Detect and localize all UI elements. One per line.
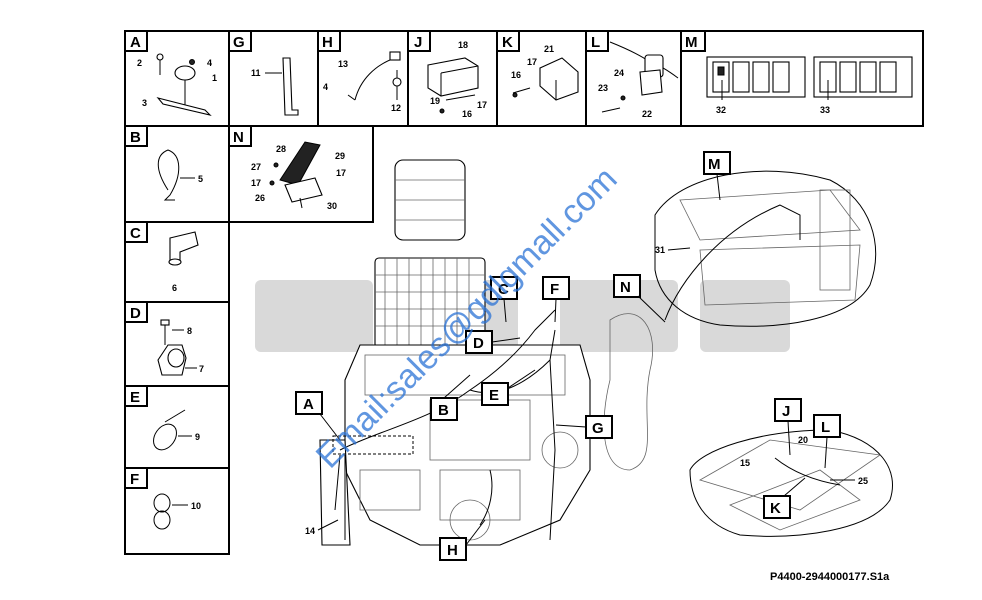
background-logo	[255, 280, 790, 352]
drawing-code: P4400-2944000177.S1a	[770, 571, 890, 583]
part-number-26: 26	[255, 193, 265, 203]
part-number-25: 25	[858, 476, 868, 486]
callout-d: D	[473, 335, 484, 352]
panel-label-m: M	[685, 34, 698, 51]
panel-label-f: F	[130, 471, 139, 488]
detail-panel-n: N 28 29 27 17 17 26 30	[228, 125, 374, 223]
part-number-27: 27	[251, 162, 261, 172]
detail-panel-k: K 21 17 16	[496, 30, 587, 127]
detail-panel-h: H 13 4 12	[317, 30, 409, 127]
panel-label-d: D	[130, 305, 141, 322]
part-number-8: 8	[187, 326, 192, 336]
part-number-30: 30	[327, 201, 337, 211]
part-number-7: 7	[199, 364, 204, 374]
part-number-13: 13	[338, 59, 348, 69]
part-number-22: 22	[642, 109, 652, 119]
part-number-31: 31	[655, 245, 665, 255]
callout-k: K	[770, 500, 781, 517]
panel-label-g: G	[233, 34, 245, 51]
part-number-23: 23	[598, 83, 608, 93]
part-number-14: 14	[305, 526, 315, 536]
part-number-3: 3	[142, 98, 147, 108]
part-number-4: 4	[207, 58, 212, 68]
part-number-29: 29	[335, 151, 345, 161]
panel-label-e: E	[130, 389, 140, 406]
detail-panel-d: D 8 7	[124, 301, 230, 387]
callout-f: F	[550, 281, 559, 298]
panel-label-b: B	[130, 129, 141, 146]
callout-l: L	[821, 419, 830, 436]
callout-e: E	[489, 387, 499, 404]
panel-label-n: N	[233, 129, 244, 146]
part-number-16b: 16	[511, 70, 521, 80]
engine-illustration	[319, 159, 653, 546]
part-number-12: 12	[391, 103, 401, 113]
part-number-17c: 17	[336, 168, 346, 178]
part-number-21: 21	[544, 44, 554, 54]
detail-panel-m: M 32 33	[680, 30, 924, 127]
part-number-6: 6	[172, 283, 177, 293]
part-number-17b: 17	[527, 57, 537, 67]
callout-c: C	[498, 281, 509, 298]
callout-a: A	[303, 396, 314, 413]
part-number-32: 32	[716, 105, 726, 115]
part-number-17: 17	[477, 100, 487, 110]
main-part-numbers: 14 31 20 15 25	[305, 245, 868, 536]
panel-label-k: K	[502, 34, 513, 51]
callouts: C F D B E A G H M N	[295, 151, 841, 561]
detail-panel-c: C 6	[124, 221, 230, 303]
callout-g: G	[592, 420, 604, 437]
part-number-1: 1	[212, 73, 217, 83]
detail-panel-e: E 9	[124, 385, 230, 469]
part-number-17d: 17	[251, 178, 261, 188]
cab-detail-view	[654, 170, 877, 327]
part-number-15: 15	[740, 458, 750, 468]
part-number-28: 28	[276, 144, 286, 154]
panel-label-l: L	[591, 34, 600, 51]
detail-panel-l: L 24 23 22	[585, 30, 682, 127]
part-number-18: 18	[458, 40, 468, 50]
callout-b: B	[438, 402, 449, 419]
part-number-24: 24	[614, 68, 624, 78]
part-number-5: 5	[198, 174, 203, 184]
part-number-2: 2	[137, 58, 142, 68]
panel-label-a: A	[130, 34, 141, 51]
detail-panel-g: G 11	[228, 30, 319, 127]
panel-label-j: J	[414, 34, 422, 51]
callout-h: H	[447, 542, 458, 559]
callout-n: N	[620, 279, 631, 296]
detail-panel-a: A 2 4 1 3	[124, 30, 230, 127]
detail-panel-b: B 5	[124, 125, 230, 223]
part-number-20: 20	[798, 435, 808, 445]
part-number-10: 10	[191, 501, 201, 511]
part-number-9: 9	[195, 432, 200, 442]
detail-panel-f: F 10	[124, 467, 230, 555]
panel-label-c: C	[130, 225, 141, 242]
callout-j: J	[782, 403, 790, 420]
part-number-11: 11	[251, 68, 261, 78]
callout-m: M	[708, 156, 721, 173]
part-number-19: 19	[430, 96, 440, 106]
part-number-33: 33	[820, 105, 830, 115]
detail-panel-j: J 18 19 17 16	[407, 30, 498, 127]
panel-label-h: H	[322, 34, 333, 51]
part-number-16: 16	[462, 109, 472, 119]
part-number-4b: 4	[323, 82, 328, 92]
